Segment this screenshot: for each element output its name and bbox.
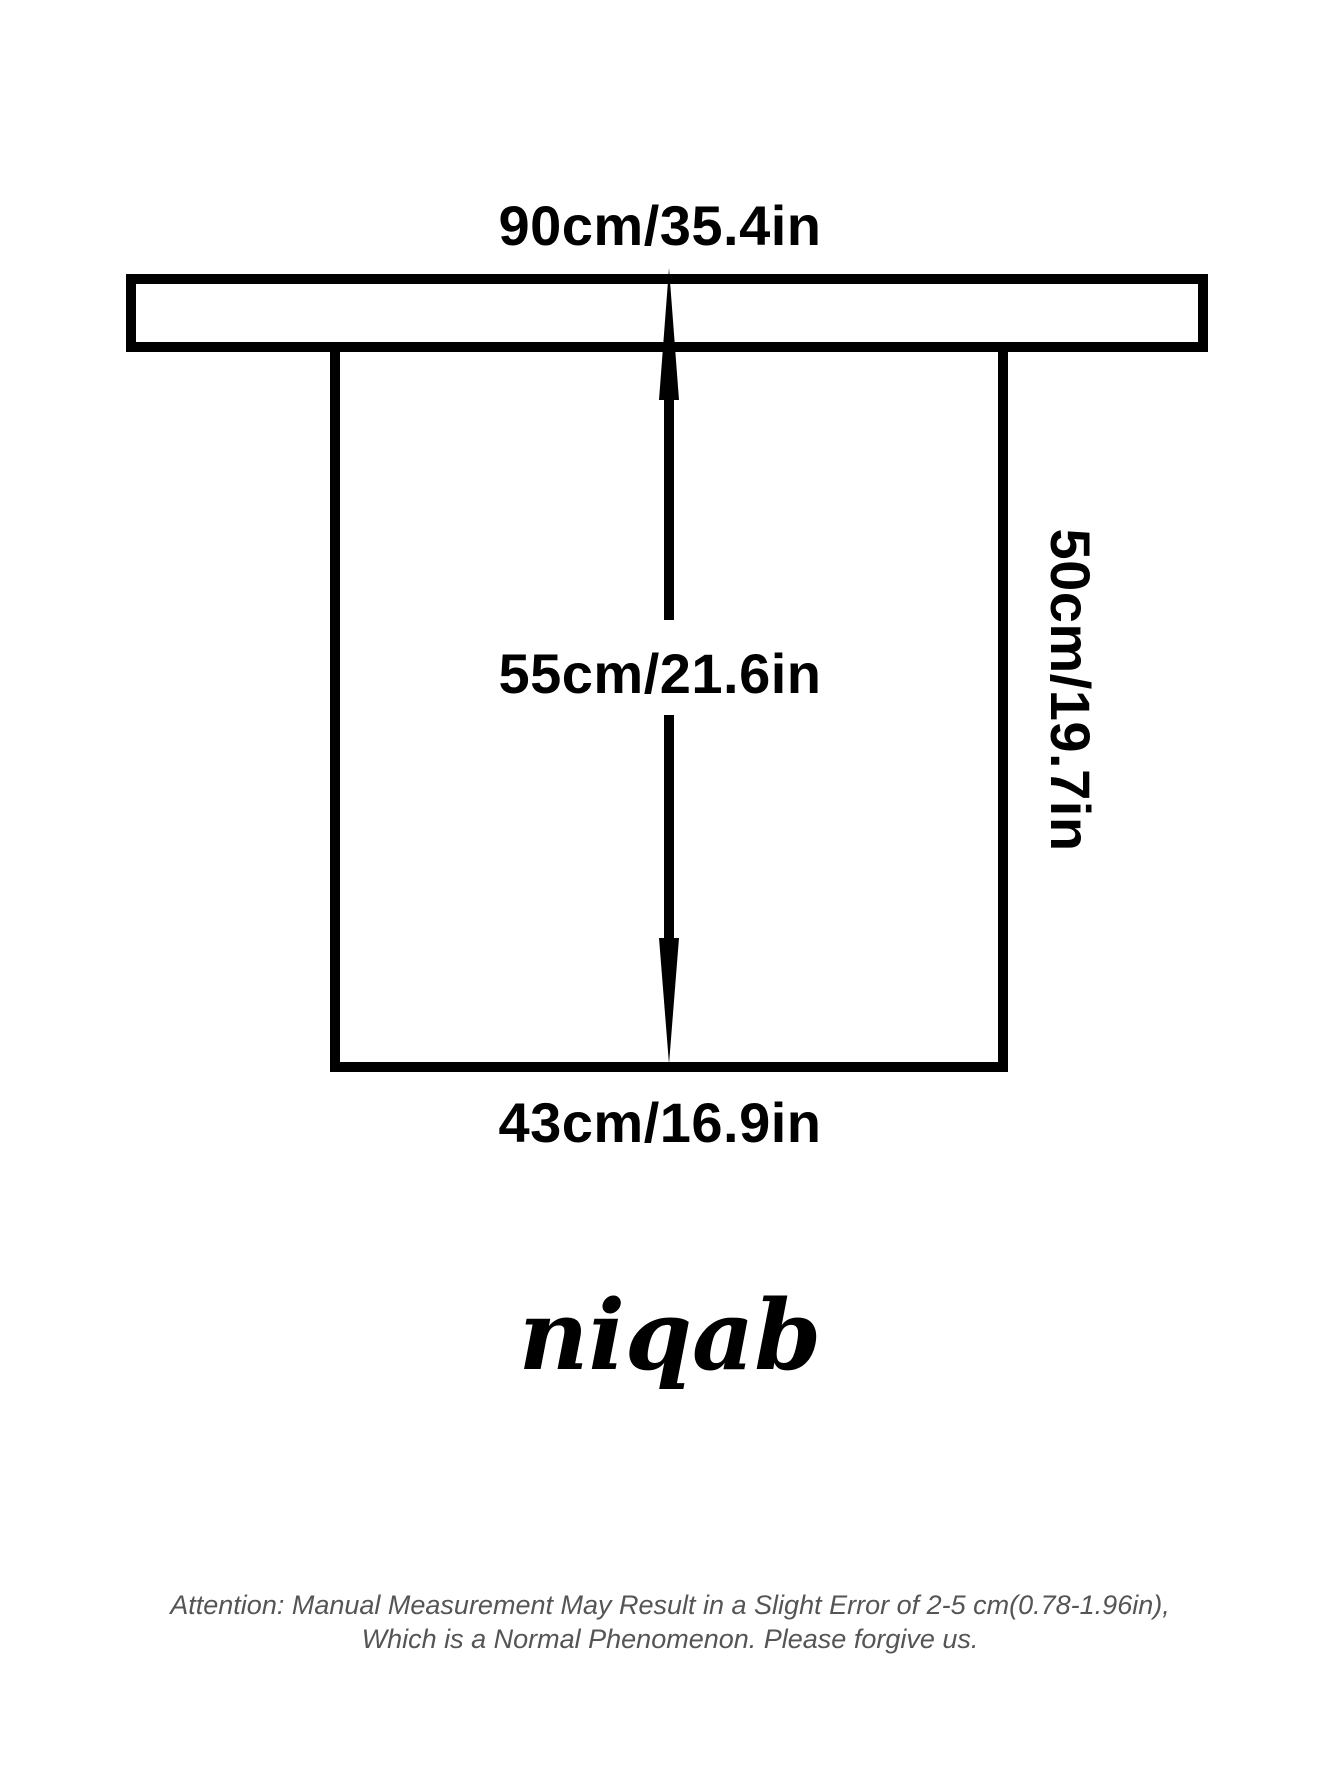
side-height-label: 50cm/19.7in <box>1039 528 1102 852</box>
center-length-label: 55cm/21.6in <box>498 642 822 705</box>
top-width-label: 90cm/35.4in <box>498 194 822 257</box>
note-line-1: Attention: Manual Measurement May Result… <box>170 1590 1170 1620</box>
measurement-note: Attention: Manual Measurement May Result… <box>0 1588 1340 1656</box>
note-line-2: Which is a Normal Phenomenon. Please for… <box>361 1624 979 1654</box>
length-arrow-icon <box>659 268 679 1064</box>
product-title: niqab <box>518 1279 822 1392</box>
bottom-width-label: 43cm/16.9in <box>498 1091 822 1154</box>
